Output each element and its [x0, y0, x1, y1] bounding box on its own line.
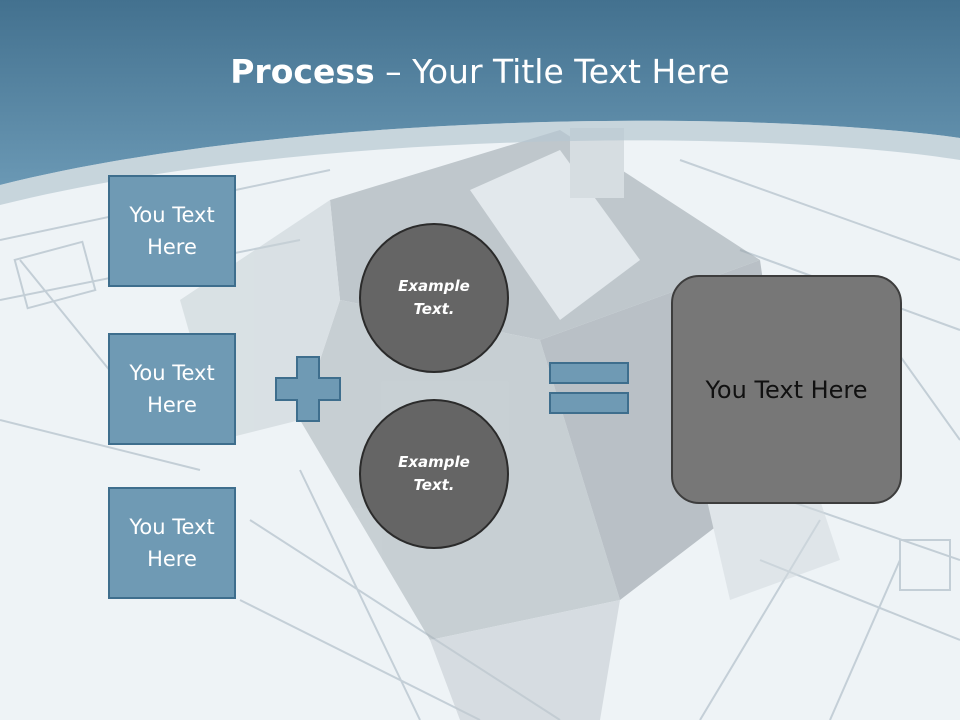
text-box-3-label: You Text Here: [129, 515, 215, 571]
text-box-1: You Text Here: [108, 175, 236, 287]
title-rest: – Your Title Text Here: [374, 52, 730, 91]
result-box: You Text Here: [671, 275, 902, 504]
equals-icon: [549, 362, 629, 414]
text-box-3: You Text Here: [108, 487, 236, 599]
result-box-label: You Text Here: [705, 375, 868, 404]
text-box-2-label: You Text Here: [129, 361, 215, 417]
text-box-1-label: You Text Here: [129, 203, 215, 259]
example-circle-2-text: Example Text.: [398, 453, 470, 494]
example-circle-2: Example Text.: [359, 399, 509, 549]
plus-icon: [275, 356, 341, 422]
example-circle-1-text: Example Text.: [398, 277, 470, 318]
text-box-2: You Text Here: [108, 333, 236, 445]
example-circle-1: Example Text.: [359, 223, 509, 373]
title-bold: Process: [230, 52, 375, 91]
slide-title: Process – Your Title Text Here: [0, 52, 960, 91]
